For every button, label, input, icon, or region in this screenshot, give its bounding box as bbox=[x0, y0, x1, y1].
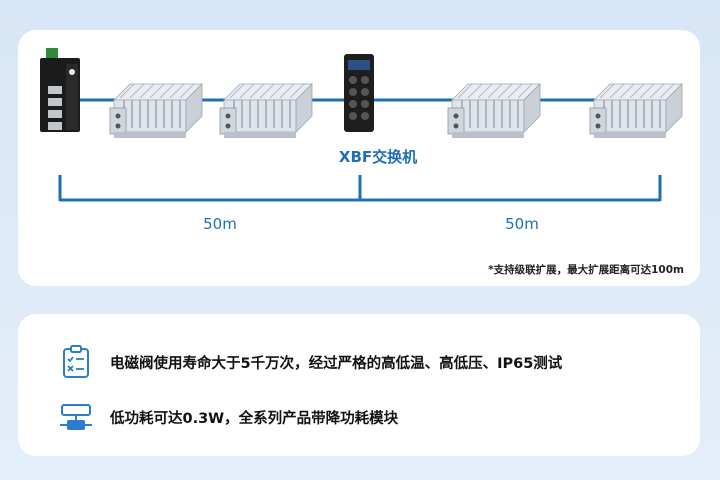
distance-label-right: 50m bbox=[505, 215, 539, 233]
xbf-switch-hub bbox=[344, 54, 374, 132]
feature-text: 电磁阀使用寿命大于5千万次，经过严格的高低温、高低压、IP65测试 bbox=[110, 355, 563, 372]
topology-card: XBF交换机 50m 50m *支持级联扩展，最大扩展距离可达100m bbox=[18, 30, 700, 286]
valve-terminal-1 bbox=[109, 83, 203, 139]
checklist-icon bbox=[63, 345, 89, 378]
distance-bracket bbox=[58, 175, 662, 202]
valve-terminal-3 bbox=[447, 83, 541, 139]
valve-terminal-2 bbox=[219, 83, 313, 139]
distance-label-left: 50m bbox=[203, 215, 237, 233]
features-card: 电磁阀使用寿命大于5千万次，经过严格的高低温、高低压、IP65测试 低功耗可达0… bbox=[18, 314, 700, 456]
feature-text: 低功耗可达0.3W，全系列产品带降功耗模块 bbox=[110, 410, 399, 427]
valve-terminal-4 bbox=[589, 83, 683, 139]
footnote: *支持级联扩展，最大扩展距离可达100m bbox=[488, 264, 684, 276]
feature-item: 电磁阀使用寿命大于5千万次，经过严格的高低温、高低压、IP65测试 bbox=[58, 344, 562, 380]
topology-diagram bbox=[40, 48, 683, 202]
feature-item: 低功耗可达0.3W，全系列产品带降功耗模块 bbox=[58, 399, 398, 435]
low-power-module-icon bbox=[60, 404, 92, 430]
hub-label: XBF交换机 bbox=[338, 148, 418, 166]
ethernet-switch-device bbox=[40, 48, 80, 132]
